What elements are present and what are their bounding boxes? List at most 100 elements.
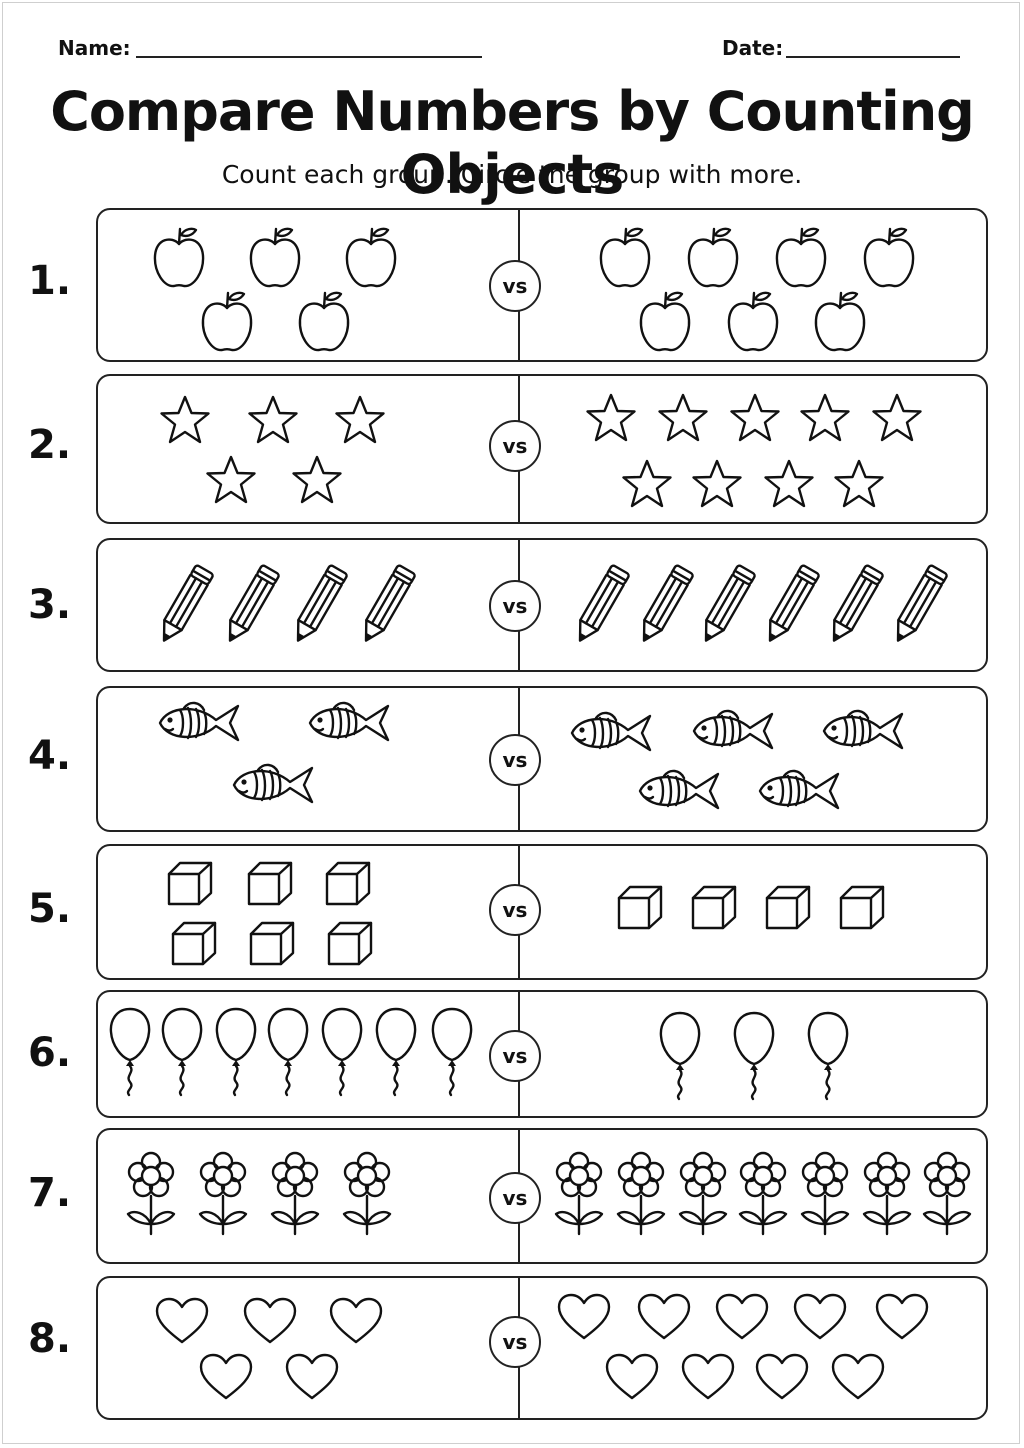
vs-badge: vs bbox=[489, 580, 541, 632]
name-field[interactable] bbox=[136, 56, 482, 58]
star-icon bbox=[333, 394, 387, 446]
fish-icon bbox=[818, 706, 906, 756]
heart-icon bbox=[636, 1292, 692, 1342]
vs-badge: vs bbox=[489, 734, 541, 786]
apple-icon bbox=[772, 224, 830, 290]
flower-icon bbox=[614, 1150, 668, 1236]
vs-badge: vs bbox=[489, 1172, 541, 1224]
heart-icon bbox=[874, 1292, 930, 1342]
problem-number: 2. bbox=[28, 422, 72, 468]
fish-icon bbox=[154, 698, 242, 748]
problem-number: 6. bbox=[28, 1030, 72, 1076]
vs-badge: vs bbox=[489, 260, 541, 312]
problem-number: 7. bbox=[28, 1170, 72, 1216]
heart-icon bbox=[284, 1352, 340, 1402]
cube-icon bbox=[326, 920, 374, 968]
flower-icon bbox=[798, 1150, 852, 1236]
apple-icon bbox=[724, 288, 782, 354]
problem-number: 5. bbox=[28, 886, 72, 932]
problem-number: 3. bbox=[28, 582, 72, 628]
heart-icon bbox=[754, 1352, 810, 1402]
pencil-icon bbox=[698, 560, 756, 652]
flower-icon bbox=[676, 1150, 730, 1236]
heart-icon bbox=[556, 1292, 612, 1342]
pencil-icon bbox=[890, 560, 948, 652]
flower-icon bbox=[268, 1150, 322, 1236]
pencil-icon bbox=[762, 560, 820, 652]
balloon-icon bbox=[320, 1006, 364, 1097]
cube-icon bbox=[690, 884, 738, 932]
heart-icon bbox=[604, 1352, 660, 1402]
cube-icon bbox=[170, 920, 218, 968]
star-icon bbox=[798, 392, 852, 444]
fish-icon bbox=[566, 708, 654, 758]
star-icon bbox=[728, 392, 782, 444]
heart-icon bbox=[328, 1296, 384, 1346]
heart-icon bbox=[792, 1292, 848, 1342]
cube-icon bbox=[764, 884, 812, 932]
pencil-icon bbox=[156, 560, 214, 652]
star-icon bbox=[870, 392, 924, 444]
star-icon bbox=[762, 458, 816, 510]
fish-icon bbox=[634, 766, 722, 816]
instructions: Count each group. Circle the group with … bbox=[221, 160, 803, 189]
fish-icon bbox=[228, 760, 316, 810]
cube-icon bbox=[246, 860, 294, 908]
flower-icon bbox=[736, 1150, 790, 1236]
heart-icon bbox=[680, 1352, 736, 1402]
date-field[interactable] bbox=[786, 56, 960, 58]
star-icon bbox=[246, 394, 300, 446]
apple-icon bbox=[684, 224, 742, 290]
apple-icon bbox=[811, 288, 869, 354]
star-icon bbox=[620, 458, 674, 510]
right-group[interactable] bbox=[520, 846, 986, 978]
heart-icon bbox=[714, 1292, 770, 1342]
left-group[interactable] bbox=[98, 846, 516, 978]
star-icon bbox=[832, 458, 886, 510]
vs-badge: vs bbox=[489, 1030, 541, 1082]
balloon-icon bbox=[214, 1006, 258, 1097]
star-icon bbox=[204, 454, 258, 506]
balloon-icon bbox=[108, 1006, 152, 1097]
cube-icon bbox=[248, 920, 296, 968]
vs-badge: vs bbox=[489, 1316, 541, 1368]
flower-icon bbox=[920, 1150, 974, 1236]
vs-badge: vs bbox=[489, 420, 541, 472]
cube-icon bbox=[616, 884, 664, 932]
page-title: Compare Numbers by Counting Objects bbox=[50, 80, 975, 206]
balloon-icon bbox=[732, 1010, 776, 1101]
fish-icon bbox=[688, 706, 776, 756]
balloon-icon bbox=[806, 1010, 850, 1101]
star-icon bbox=[656, 392, 710, 444]
balloon-icon bbox=[374, 1006, 418, 1097]
problem-number: 8. bbox=[28, 1316, 72, 1362]
header-row: Name: Date: bbox=[0, 34, 1024, 64]
pencil-icon bbox=[636, 560, 694, 652]
pencil-icon bbox=[358, 560, 416, 652]
star-icon bbox=[584, 392, 638, 444]
star-icon bbox=[158, 394, 212, 446]
star-icon bbox=[290, 454, 344, 506]
star-icon bbox=[690, 458, 744, 510]
balloon-icon bbox=[658, 1010, 702, 1101]
flower-icon bbox=[340, 1150, 394, 1236]
apple-icon bbox=[150, 224, 208, 290]
problem-number: 1. bbox=[28, 258, 72, 304]
fish-icon bbox=[304, 698, 392, 748]
flower-icon bbox=[196, 1150, 250, 1236]
pencil-icon bbox=[290, 560, 348, 652]
apple-icon bbox=[246, 224, 304, 290]
cube-icon bbox=[838, 884, 886, 932]
flower-icon bbox=[552, 1150, 606, 1236]
name-label: Name: bbox=[58, 36, 131, 60]
flower-icon bbox=[860, 1150, 914, 1236]
heart-icon bbox=[198, 1352, 254, 1402]
cube-icon bbox=[324, 860, 372, 908]
heart-icon bbox=[154, 1296, 210, 1346]
heart-icon bbox=[242, 1296, 298, 1346]
balloon-icon bbox=[430, 1006, 474, 1097]
apple-icon bbox=[342, 224, 400, 290]
problem-number: 4. bbox=[28, 733, 72, 779]
apple-icon bbox=[295, 288, 353, 354]
